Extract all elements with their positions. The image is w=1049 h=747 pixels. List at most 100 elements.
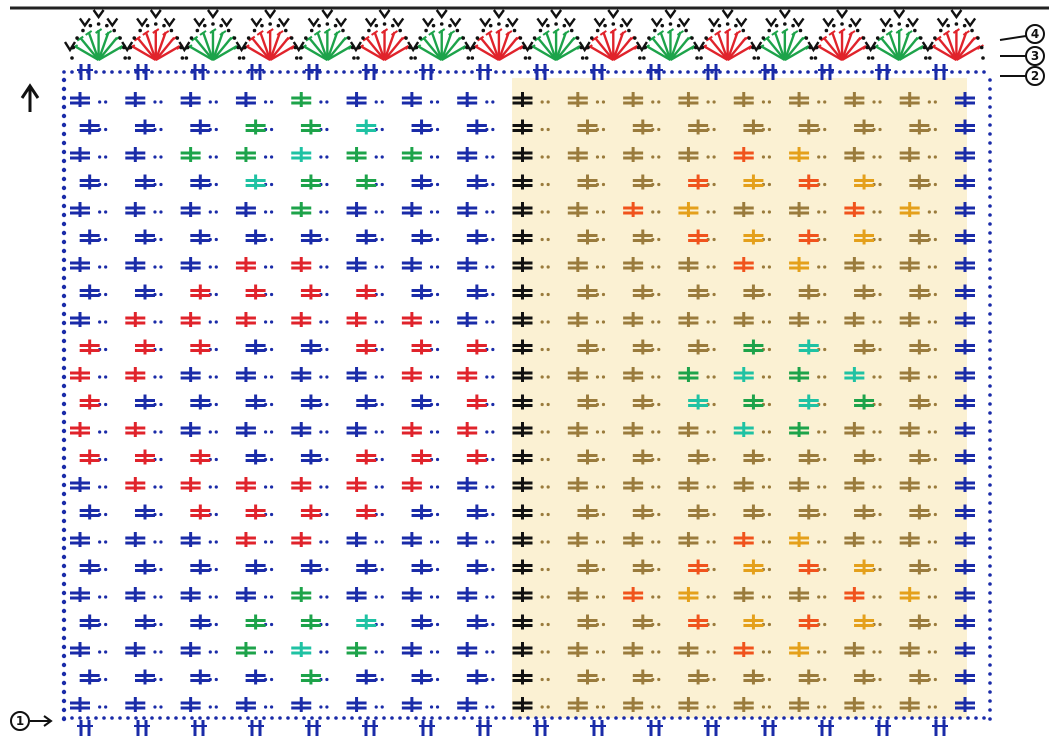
stitch: [181, 312, 201, 327]
chain-dot: [215, 513, 218, 516]
chain-dot: [762, 100, 765, 103]
border-dot-right: [988, 249, 992, 253]
chain-dot: [104, 678, 107, 681]
chain-dot: [768, 705, 771, 708]
chain-dot: [436, 100, 439, 103]
border-dot-right: [988, 519, 992, 523]
border-dot-right: [988, 105, 992, 109]
chain-dot: [319, 650, 322, 653]
top-chain-dot: [894, 70, 898, 74]
chain-dot: [491, 568, 494, 571]
border-dot-right: [988, 465, 992, 469]
chain-dot: [325, 128, 328, 131]
chain-dot: [159, 650, 162, 653]
border-dot-left: [62, 393, 66, 397]
chain-dot: [325, 540, 328, 543]
bottom-chain-dot: [398, 716, 402, 720]
stitch: [402, 587, 422, 602]
border-dot-left: [62, 690, 66, 694]
border-dot-right: [988, 177, 992, 181]
top-chain-dot: [510, 70, 514, 74]
chain-dot: [872, 375, 875, 378]
bottom-chain-dot: [550, 716, 554, 720]
border-dot-right: [988, 537, 992, 541]
stitch: [80, 615, 100, 630]
chain-dot: [712, 568, 715, 571]
bottom-chain-dot: [102, 716, 106, 720]
chain-dot: [602, 183, 605, 186]
bottom-chain-dot: [862, 716, 866, 720]
border-dot-left: [62, 276, 66, 280]
chain-dot: [381, 485, 384, 488]
chain-dot: [541, 238, 544, 241]
chain-dot: [712, 595, 715, 598]
stitch: [236, 202, 256, 217]
chain-dot: [878, 183, 881, 186]
border-dot-right: [988, 375, 992, 379]
chain-dot: [872, 320, 875, 323]
stitch: [467, 615, 487, 630]
chain-dot: [215, 540, 218, 543]
border-dot-right: [988, 132, 992, 136]
bottom-chain-dot: [334, 716, 338, 720]
stitch: [70, 202, 90, 217]
stitch: [80, 450, 100, 465]
stitch: [356, 450, 376, 465]
chain-dot: [706, 430, 709, 433]
chain-dot: [651, 320, 654, 323]
border-dot-right: [988, 690, 992, 694]
stitch: [412, 450, 432, 465]
chain-dot: [878, 430, 881, 433]
border-dot-left: [62, 456, 66, 460]
stitch: [80, 230, 100, 245]
stitch: [457, 422, 477, 437]
bottom-chain-dot: [662, 716, 666, 720]
chain-dot: [270, 540, 273, 543]
border-dot-right: [988, 672, 992, 676]
chain-dot: [547, 375, 550, 378]
stitch: [356, 175, 376, 190]
border-dot-right: [988, 420, 992, 424]
chain-dot: [823, 183, 826, 186]
chain-dot: [928, 375, 931, 378]
stitch: [80, 395, 100, 410]
border-dot-left: [62, 195, 66, 199]
chain-dot: [657, 650, 660, 653]
chain-dot: [159, 540, 162, 543]
chain-dot: [768, 513, 771, 516]
top-chain-dot: [502, 70, 506, 74]
border-dot-left: [62, 474, 66, 478]
chain-dot: [768, 485, 771, 488]
stitch: [402, 367, 422, 382]
stitch: [291, 257, 311, 272]
chain-dot: [153, 210, 156, 213]
stitch: [457, 202, 477, 217]
bottom-chain-dot: [358, 716, 362, 720]
chain-dot: [657, 430, 660, 433]
chain-dot: [928, 155, 931, 158]
chain-dot: [823, 430, 826, 433]
chain-dot: [602, 403, 605, 406]
chain-dot: [270, 705, 273, 708]
stitch: [236, 367, 256, 382]
stitch: [402, 697, 422, 712]
chain-dot: [602, 128, 605, 131]
stitch: [356, 670, 376, 685]
bottom-chain-dot: [630, 716, 634, 720]
chain-dot: [491, 183, 494, 186]
chain-dot: [159, 403, 162, 406]
top-chain-dot: [574, 70, 578, 74]
chain-dot: [878, 403, 881, 406]
border-dot-left: [62, 564, 66, 568]
scallop-fan: [923, 10, 985, 60]
chain-dot: [602, 513, 605, 516]
stitch: [135, 395, 155, 410]
chain-dot: [541, 485, 544, 488]
chain-dot: [264, 155, 267, 158]
chain-dot: [153, 155, 156, 158]
stitch: [135, 340, 155, 355]
stitch: [467, 285, 487, 300]
chain-dot: [430, 375, 433, 378]
stitch: [70, 697, 90, 712]
chain-dot: [270, 485, 273, 488]
